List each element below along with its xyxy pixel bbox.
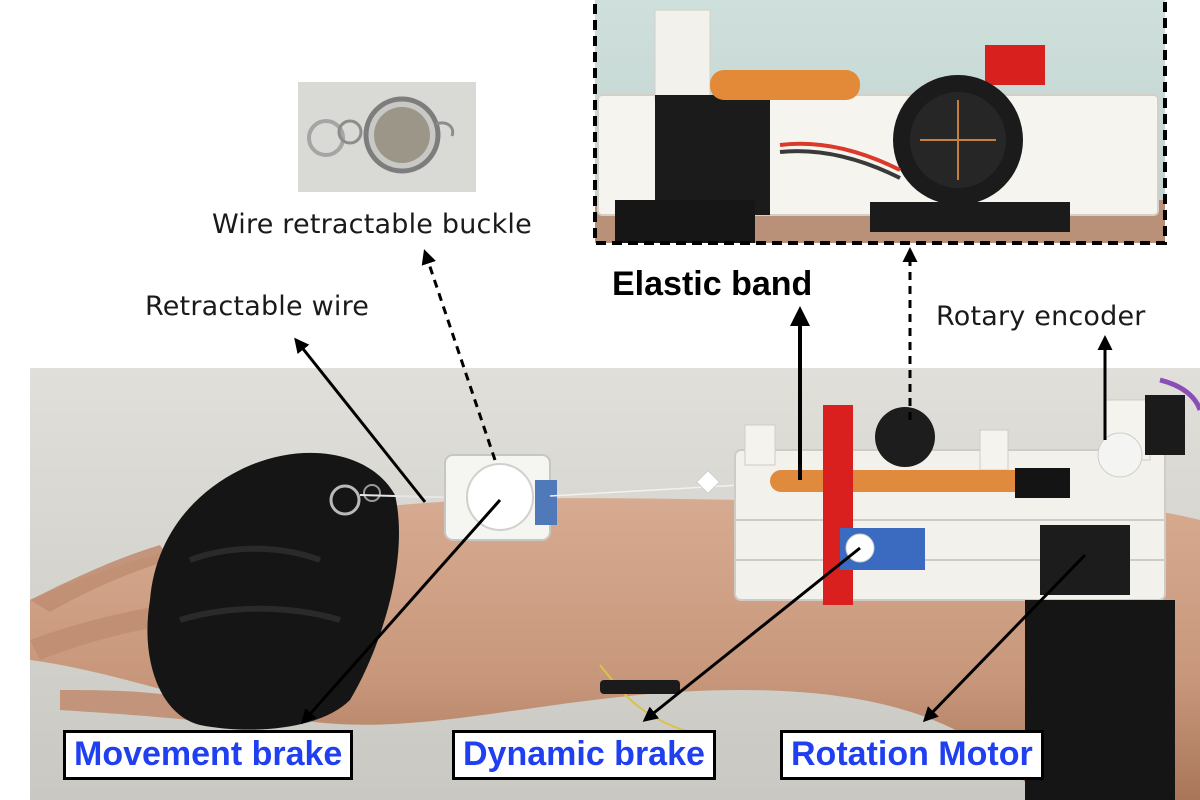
label-retractable-wire: Retractable wire (145, 291, 370, 322)
annotation-arrows (294, 247, 1113, 725)
label-movement-brake: Movement brake (63, 730, 354, 780)
label-rotary-encoder: Rotary encoder (936, 301, 1146, 332)
wire-ring (329, 484, 361, 516)
buckle-thumbnail (298, 82, 476, 192)
label-rotation-motor: Rotation Motor (780, 730, 1044, 780)
wrist-strap (147, 452, 399, 730)
arrow-buckle (421, 249, 497, 461)
arrow-rotation-motor (922, 553, 1087, 723)
buckle-module (444, 454, 557, 541)
red-slider (823, 405, 853, 605)
label-elastic-band: Elastic band (612, 265, 813, 303)
arrow-dynamic-brake (642, 546, 861, 722)
rotation-motor-body (1040, 525, 1130, 595)
motor-strap (1025, 600, 1175, 800)
label-dynamic-brake: Dynamic brake (452, 730, 716, 780)
main-photo (30, 368, 1200, 800)
top-gear (875, 407, 935, 467)
closeup-inset (593, 0, 1167, 245)
fingers (30, 545, 200, 720)
arrow-retractable-wire (294, 337, 427, 503)
inset-dashed-border (593, 0, 1167, 245)
label-wire-retractable-buckle: Wire retractable buckle (212, 209, 532, 240)
encoder-chip (1015, 468, 1070, 498)
arrow-movement-brake (301, 499, 502, 725)
elastic-band (770, 470, 1030, 492)
encoder-disk (1097, 432, 1143, 478)
